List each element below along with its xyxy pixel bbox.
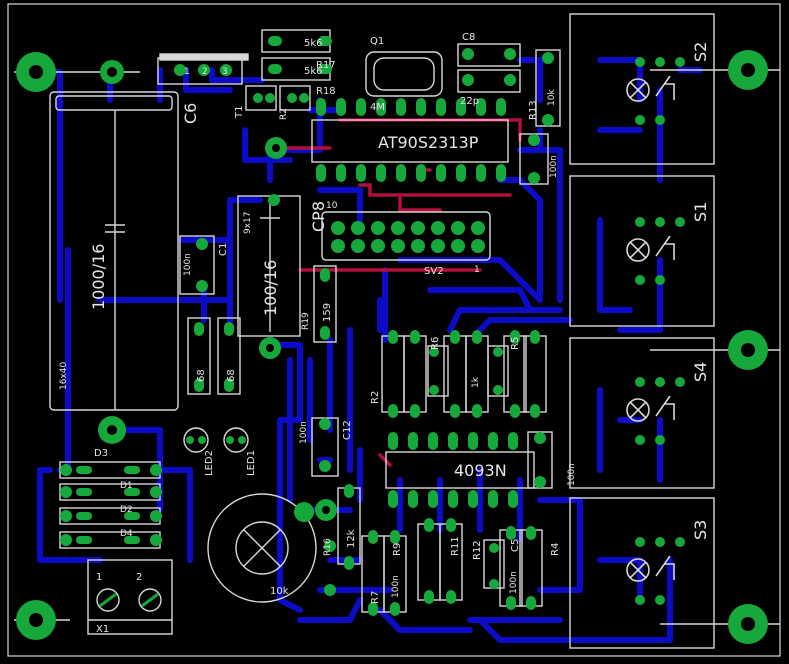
label-cap-cp8-val: 100/16: [261, 260, 280, 316]
labels: AT90S2313P 4093N Q1 4M SV2 1 10 C8 22p C…: [59, 32, 710, 635]
board-outline: [7, 3, 781, 657]
label-cap-c12-val: 100n: [299, 421, 309, 444]
label-reg-pin2: 2: [202, 67, 208, 77]
drill-holes: [29, 63, 755, 631]
label-header-pin1: 1: [474, 265, 480, 275]
label-cap-c2-val: 100n: [567, 463, 577, 486]
cmos-outline: [385, 451, 535, 489]
label-res-r13: R13: [528, 100, 539, 120]
header-outline: [321, 211, 491, 261]
trimmer-body: [207, 493, 317, 603]
connector-screws: [99, 592, 159, 608]
connector-x1-body: [87, 559, 173, 635]
switch-block-s1: [569, 175, 715, 327]
label-cap-22p: 22p: [460, 96, 479, 107]
label-cap-cp8: CP8: [309, 201, 328, 232]
label-cap-c12: C12: [342, 420, 353, 440]
label-conn-x1: X1: [96, 624, 109, 635]
label-conn-pin2: 2: [136, 572, 142, 583]
label-diode-d4: D4: [120, 529, 133, 539]
label-led1: LED1: [246, 450, 257, 476]
label-res-10k: 10k: [547, 89, 557, 106]
label-res-r18: R18: [316, 86, 336, 97]
label-reg-pin3: 3: [222, 67, 228, 77]
label-header-pin10: 10: [326, 201, 338, 211]
label-cap-c5: C5: [510, 539, 521, 552]
label-sw-s3: S3: [691, 520, 710, 540]
label-crystal: Q1: [370, 36, 384, 47]
label-res-68a: 68: [196, 369, 207, 382]
label-sw-s2: S2: [691, 42, 710, 62]
label-reg-pin1: 1: [184, 67, 190, 77]
label-res-5k6a: 5k6: [304, 38, 323, 49]
label-res-r9: R9: [392, 543, 403, 556]
label-diode-d1: D1: [120, 481, 133, 491]
label-res-r7: R7: [370, 591, 381, 604]
label-cap-c6-val: 1000/16: [89, 244, 108, 310]
label-header: SV2: [424, 266, 444, 277]
label-sw-s4: S4: [691, 362, 710, 382]
label-cap-c6: C6: [181, 103, 200, 124]
label-res-r4: R4: [550, 543, 561, 556]
cap-cp8-body: [237, 195, 301, 337]
label-res-159: 159: [322, 303, 333, 322]
crystal-body: [365, 51, 443, 97]
label-res-r6: R6: [430, 337, 441, 350]
label-cap-c6-size: 16x40: [59, 361, 69, 390]
label-diode-d3: D3: [94, 448, 108, 459]
label-res-r19: R19: [301, 312, 311, 330]
label-diode-d2: D2: [120, 505, 133, 515]
label-sw-s1: S1: [691, 202, 710, 222]
label-cap-c1-val: 100n: [183, 253, 193, 276]
label-cap-cp8-size: 9x17: [243, 211, 253, 234]
label-trans-r2: R2: [279, 108, 289, 120]
label-mcu: AT90S2313P: [378, 133, 479, 152]
label-res-r12: R12: [472, 540, 483, 560]
label-res-12k: 12k: [346, 529, 357, 548]
cap-c6-body: [49, 91, 179, 411]
label-cap-c8: C8: [462, 32, 475, 43]
label-trim-10k: 10k: [270, 586, 289, 597]
label-led2: LED2: [204, 450, 215, 476]
label-res-1k: 1k: [471, 376, 481, 388]
bottom-traces: [33, 57, 703, 643]
label-trans-t1: T1: [234, 106, 245, 119]
label-res-r2: R2: [370, 391, 381, 404]
label-conn-pin1: 1: [96, 572, 102, 583]
label-cap-c1: C1: [218, 243, 229, 256]
switch-block-s2: [569, 13, 715, 165]
switch-block-s3: [569, 497, 715, 649]
label-res-68b: 68: [226, 369, 237, 382]
label-cmos: 4093N: [454, 461, 507, 480]
label-cap-c5-val: 100n: [509, 571, 519, 594]
mcu-outline: [311, 119, 509, 163]
label-res-5k6b: 5k6: [304, 66, 323, 77]
label-res-r17: R17: [316, 60, 336, 71]
label-cap-c10-val: 100n: [391, 575, 401, 598]
label-res-r5: R5: [510, 337, 521, 350]
label-res-r11: R11: [450, 536, 461, 556]
label-crystal-freq: 4M: [370, 102, 385, 113]
label-cap-c3-val: 100n: [549, 155, 559, 178]
switch-block-s4: [569, 337, 715, 489]
label-trim-name: R16: [323, 538, 333, 556]
pads: [16, 36, 768, 644]
